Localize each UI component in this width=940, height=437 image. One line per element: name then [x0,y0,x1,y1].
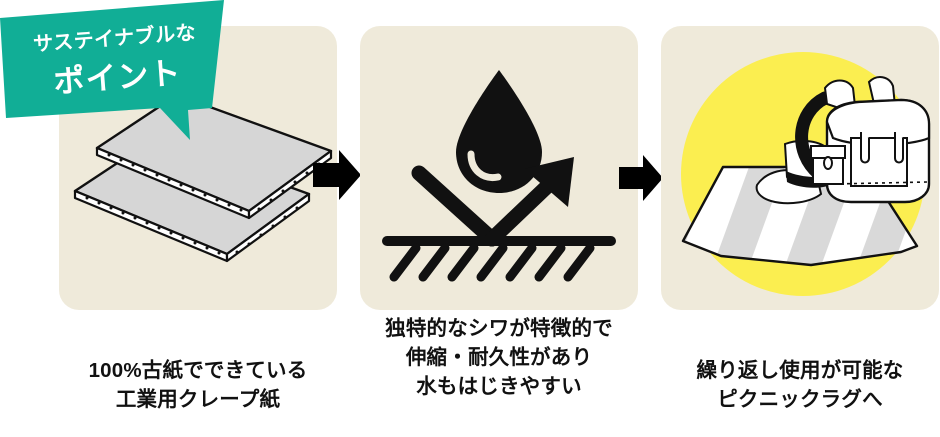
step-2-panel [360,26,638,310]
arrow-step1-to-step2-icon [313,150,361,200]
step-3-caption-line-2: ピクニックラグへ [717,388,883,412]
sustainable-point-badge: サステイナブルな ポイント [0,0,232,142]
step-1-caption-line-2: 工業用クレープ紙 [115,388,281,412]
step-2-caption-line-3: 水もはじきやすい [416,375,582,399]
step-2-caption-line-2: 伸縮・耐久性があり [405,346,593,370]
step-2-caption: 独特的なシワが特徴的で 伸縮・耐久性があり 水もはじきやすい [349,314,649,401]
water-repellent-droplet-icon [382,70,616,282]
step-3-panel [661,26,939,310]
step-1-caption-line-1: 100%古紙でできている [88,359,308,382]
step-3-caption: 繰り返し使用が可能な ピクニックラグへ [650,356,940,414]
picnic-rug-backpack-icon [681,52,931,296]
step-1-caption: 100%古紙でできている 工業用クレープ紙 [48,356,348,414]
arrow-step2-to-step3-icon [619,155,663,201]
step-2-caption-line-1: 独特的なシワが特徴的で [385,317,613,340]
badge-bubble-shape [0,0,224,140]
stacked-crepe-paper-sheets-icon [73,93,333,263]
step-3-caption-line-1: 繰り返し使用が可能な [696,359,904,382]
